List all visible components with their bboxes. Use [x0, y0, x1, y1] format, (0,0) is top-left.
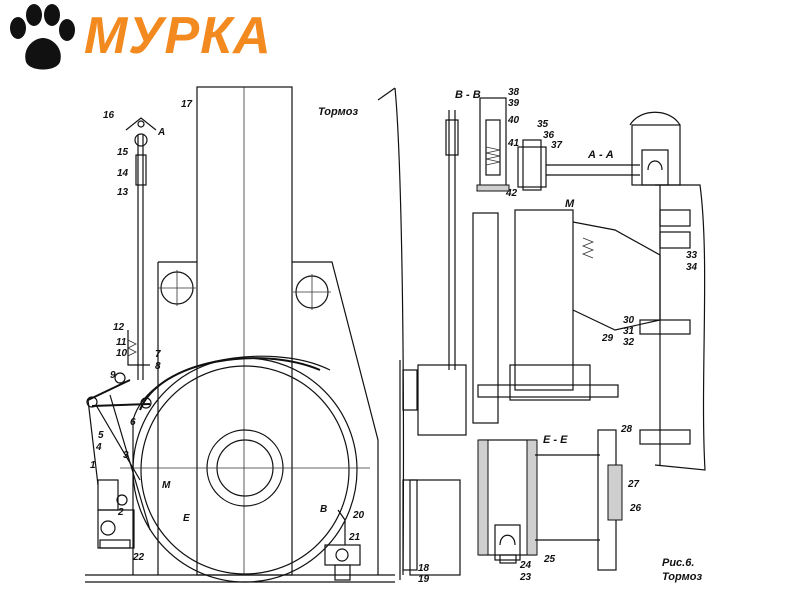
part-20: 20 [352, 510, 365, 521]
part-numbers: 1 2 3 4 5 6 7 8 9 10 11 12 13 14 15 16 1… [90, 87, 698, 585]
section-aa [517, 111, 681, 191]
part-40: 40 [507, 115, 520, 126]
part-15: 15 [117, 147, 129, 158]
part-35: 35 [537, 119, 549, 130]
part-13: 13 [117, 187, 129, 198]
part-22: 22 [132, 552, 145, 563]
part-29: 29 [601, 333, 614, 344]
right-mechanism [399, 110, 706, 580]
title-top: Тормоз [318, 106, 358, 118]
part-38: 38 [508, 87, 520, 98]
part-10: 10 [116, 348, 128, 359]
part-31: 31 [623, 326, 635, 337]
part-6: 6 [130, 417, 136, 428]
part-41: 41 [507, 138, 520, 149]
view-m-title: М [565, 198, 575, 210]
lever-system [86, 117, 157, 549]
logo: МУРКА [0, 0, 320, 80]
part-2: 2 [117, 507, 124, 518]
part-14: 14 [117, 168, 129, 179]
mark-m: М [162, 480, 171, 491]
part-19: 19 [418, 574, 430, 585]
part-21: 21 [348, 532, 361, 543]
part-34: 34 [686, 262, 698, 273]
logo-text: МУРКА [84, 7, 272, 65]
part-12: 12 [113, 322, 125, 333]
part-36: 36 [543, 130, 555, 141]
part-23: 23 [519, 572, 532, 583]
part-27: 27 [627, 479, 640, 490]
part-4: 4 [95, 442, 102, 453]
part-7: 7 [155, 349, 161, 360]
part-3: 3 [123, 450, 129, 461]
part-28: 28 [620, 424, 633, 435]
part-25: 25 [543, 554, 556, 565]
part-32: 32 [623, 337, 635, 348]
part-26: 26 [629, 503, 642, 514]
part-5: 5 [98, 430, 104, 441]
part-37: 37 [551, 140, 563, 151]
section-ee-title: Е - Е [543, 434, 568, 446]
paw-icon [10, 4, 75, 70]
part-16: 16 [103, 110, 115, 121]
part-42: 42 [505, 188, 518, 199]
part-11: 11 [116, 337, 127, 348]
caption-name: Тормоз [662, 571, 702, 583]
main-frame [85, 86, 405, 583]
assembly-21 [324, 509, 361, 581]
part-24: 24 [519, 560, 532, 571]
part-17: 17 [181, 99, 193, 110]
part-1: 1 [90, 460, 96, 471]
part-39: 39 [508, 98, 520, 109]
section-ee [477, 429, 623, 571]
mark-b: В [320, 504, 327, 515]
part-30: 30 [623, 315, 635, 326]
part-9: 9 [110, 370, 116, 381]
caption-fig: Рис.6. [662, 557, 694, 569]
section-bb [476, 97, 510, 192]
part-18: 18 [418, 563, 430, 574]
mark-e: Е [183, 513, 190, 524]
mark-a: А [157, 127, 165, 138]
section-bb-title: В - В [455, 89, 481, 101]
part-8: 8 [155, 361, 161, 372]
labels: Тормоз В - В А - А Е - Е М Рис.6. Тормоз… [157, 89, 702, 583]
section-aa-title: А - А [587, 149, 614, 161]
part-33: 33 [686, 250, 698, 261]
